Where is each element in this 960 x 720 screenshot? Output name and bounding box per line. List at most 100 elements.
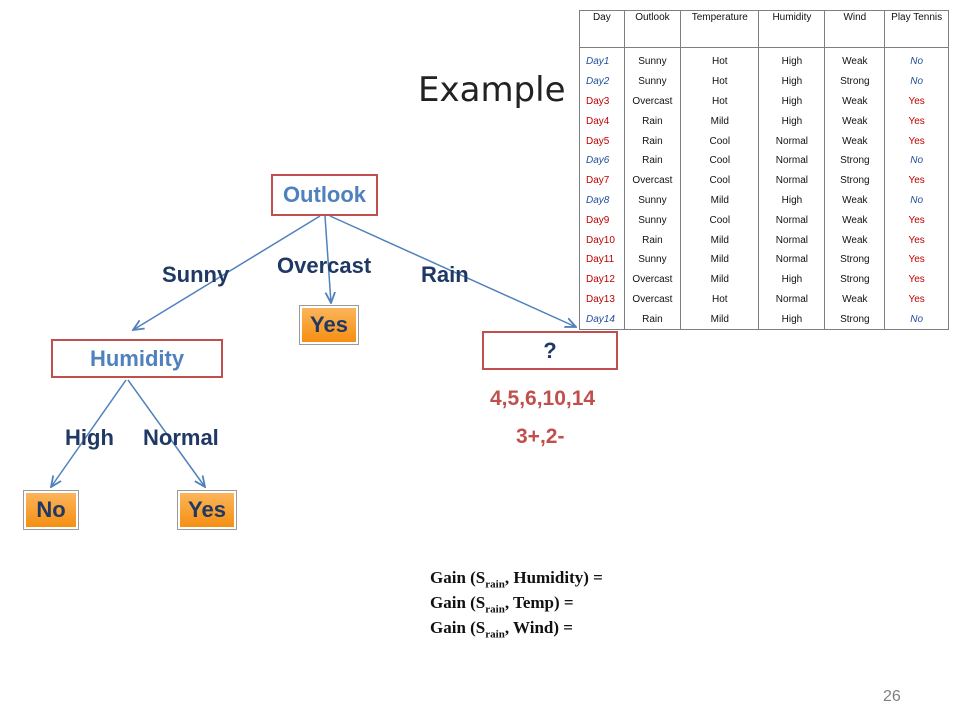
cell-wind: Weak <box>824 131 886 151</box>
unknown-node-label: ? <box>543 338 557 363</box>
cell-play-tennis: Yes <box>884 210 949 231</box>
cell-outlook: Rain <box>623 150 682 171</box>
cell-day: Day14 <box>579 309 625 331</box>
cell-day: Day9 <box>579 210 625 231</box>
cell-humidity: High <box>758 47 826 72</box>
cell-humidity: Normal <box>758 150 826 171</box>
cell-play-tennis: Yes <box>884 249 949 270</box>
cell-play-tennis: Yes <box>884 289 949 310</box>
cell-day: Day7 <box>579 170 625 191</box>
gain-suffix: , Wind) = <box>504 618 573 637</box>
cell-temperature: Cool <box>680 170 760 191</box>
cell-humidity: Normal <box>758 131 826 151</box>
cell-outlook: Sunny <box>623 190 682 211</box>
cell-wind: Weak <box>824 91 886 112</box>
cell-wind: Weak <box>824 190 886 211</box>
cell-day: Day2 <box>579 71 625 92</box>
branch-label-high: High <box>65 425 114 450</box>
branch-label-rain: Rain <box>421 262 469 287</box>
cell-play-tennis: No <box>884 47 949 72</box>
rain-subset-days: 4,5,6,10,14 <box>490 387 596 410</box>
cell-day: Day12 <box>579 269 625 290</box>
cell-wind: Strong <box>824 249 886 270</box>
cell-wind: Strong <box>824 170 886 191</box>
gain-suffix: , Temp) = <box>504 593 574 612</box>
cell-outlook: Rain <box>623 111 682 132</box>
branch-label-normal: Normal <box>143 425 219 450</box>
edge-normal <box>127 379 205 487</box>
leaf-high-no-label: No <box>36 497 66 522</box>
cell-humidity: High <box>758 71 826 92</box>
humidity-node-label: Humidity <box>89 346 185 371</box>
cell-play-tennis: Yes <box>884 269 949 290</box>
table-header-row: Day Outlook Temperature Humidity Wind Pl… <box>579 10 949 48</box>
cell-play-tennis: No <box>884 150 949 171</box>
cell-humidity: Normal <box>758 170 826 191</box>
cell-outlook: Overcast <box>623 170 682 191</box>
cell-day: Day10 <box>579 230 625 250</box>
cell-wind: Weak <box>824 210 886 231</box>
cell-humidity: Normal <box>758 249 826 270</box>
slide-title: Example <box>418 70 566 110</box>
gain-prefix: Gain (S <box>430 593 486 612</box>
column-header-day: Day <box>579 10 625 48</box>
cell-temperature: Hot <box>680 71 760 92</box>
cell-temperature: Mild <box>680 190 760 211</box>
cell-outlook: Rain <box>623 131 682 151</box>
cell-wind: Weak <box>824 111 886 132</box>
cell-temperature: Hot <box>680 289 760 310</box>
cell-day: Day3 <box>579 91 625 112</box>
cell-wind: Weak <box>824 289 886 310</box>
cell-humidity: High <box>758 91 826 112</box>
cell-outlook: Sunny <box>623 210 682 231</box>
cell-outlook: Sunny <box>623 47 682 72</box>
cell-temperature: Mild <box>680 249 760 270</box>
cell-play-tennis: Yes <box>884 131 949 151</box>
cell-day: Day11 <box>579 249 625 270</box>
cell-humidity: High <box>758 111 826 132</box>
column-header-play-tennis: Play Tennis <box>884 10 949 48</box>
branch-label-sunny: Sunny <box>162 262 230 287</box>
cell-wind: Weak <box>824 230 886 250</box>
cell-day: Day6 <box>579 150 625 171</box>
cell-wind: Strong <box>824 269 886 290</box>
cell-outlook: Rain <box>623 230 682 250</box>
column-header-wind: Wind <box>824 10 886 48</box>
leaf-normal-yes-label: Yes <box>188 497 226 522</box>
cell-outlook: Rain <box>623 309 682 331</box>
training-data-table: Day Outlook Temperature Humidity Wind Pl… <box>579 10 949 331</box>
cell-temperature: Mild <box>680 269 760 290</box>
cell-humidity: Normal <box>758 230 826 250</box>
edge-overcast <box>324 215 331 303</box>
cell-play-tennis: Yes <box>884 91 949 112</box>
branch-label-overcast: Overcast <box>277 253 372 278</box>
cell-play-tennis: No <box>884 309 949 331</box>
cell-outlook: Overcast <box>623 91 682 112</box>
cell-wind: Weak <box>824 47 886 72</box>
page-number: 26 <box>883 688 901 705</box>
cell-wind: Strong <box>824 309 886 331</box>
gain-suffix: , Humidity) = <box>504 568 603 587</box>
cell-day: Day1 <box>579 47 625 72</box>
cell-day: Day5 <box>579 131 625 151</box>
cell-play-tennis: Yes <box>884 170 949 191</box>
edge-sunny <box>133 215 321 330</box>
gain-wind: Gain (Srain, Wind) = <box>430 618 573 640</box>
leaf-overcast-yes-label: Yes <box>310 312 348 337</box>
cell-day: Day13 <box>579 289 625 310</box>
cell-humidity: High <box>758 190 826 211</box>
cell-temperature: Hot <box>680 91 760 112</box>
cell-temperature: Mild <box>680 230 760 250</box>
